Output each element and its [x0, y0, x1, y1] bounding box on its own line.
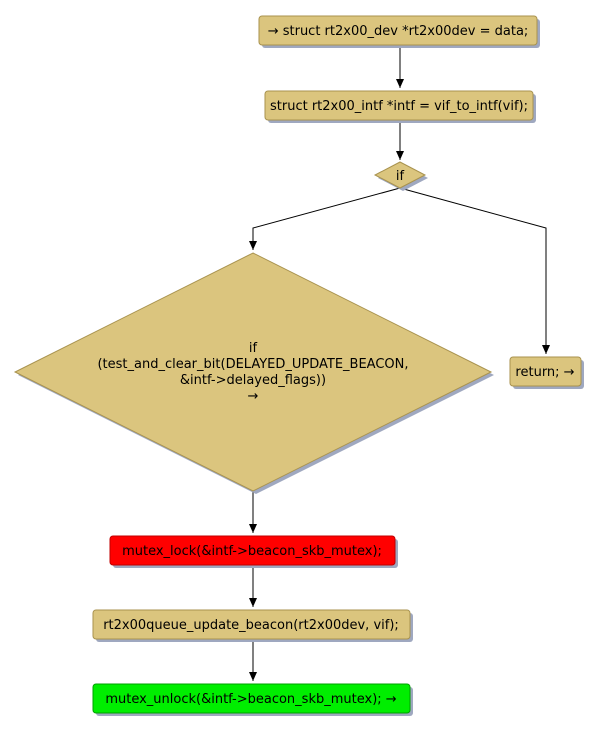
edges [249, 45, 550, 681]
node-if-big: if (test_and_clear_bit(DELAYED_UPDATE_BE… [13, 252, 494, 494]
node-if-big-line4: → [248, 389, 259, 404]
node-if-small: if [373, 161, 428, 191]
node-intf-assign-box [264, 90, 534, 121]
node-if-small-label: if [396, 169, 405, 184]
node-mutex-unlock-label: mutex_unlock(&intf->beacon_skb_mutex); → [105, 692, 396, 707]
node-mutex-lock: mutex_lock(&intf->beacon_skb_mutex); [109, 535, 398, 568]
node-mutex-lock-box [109, 535, 396, 566]
node-if-big-diamond [13, 252, 493, 492]
node-return: return; → [509, 356, 584, 389]
node-if-big-line1: if [249, 341, 258, 356]
node-start-label: → struct rt2x00_dev *rt2x00dev = data; [268, 24, 529, 39]
node-return-label: return; → [515, 365, 574, 380]
node-mutex-unlock-box [92, 683, 411, 714]
node-start: → struct rt2x00_dev *rt2x00dev = data; [258, 15, 540, 48]
edge-if-to-return [399, 187, 550, 354]
node-if-big-line3: &intf->delayed_flags)) [180, 373, 326, 388]
node-update-beacon-box [92, 609, 411, 640]
node-update-beacon-label: rt2x00queue_update_beacon(rt2x00dev, vif… [103, 618, 399, 633]
node-update-beacon: rt2x00queue_update_beacon(rt2x00dev, vif… [92, 609, 413, 642]
node-intf-assign: struct rt2x00_intf *intf = vif_to_intf(v… [264, 90, 536, 123]
node-if-small-diamond [373, 161, 427, 189]
node-mutex-unlock: mutex_unlock(&intf->beacon_skb_mutex); → [92, 683, 413, 716]
node-intf-assign-label: struct rt2x00_intf *intf = vif_to_intf(v… [270, 99, 528, 114]
node-mutex-lock-label: mutex_lock(&intf->beacon_skb_mutex); [122, 544, 382, 559]
node-return-box [509, 356, 582, 387]
node-start-box [258, 15, 538, 46]
edge-if-to-ifbig [249, 187, 401, 250]
node-if-big-line2: (test_and_clear_bit(DELAYED_UPDATE_BEACO… [97, 357, 408, 372]
